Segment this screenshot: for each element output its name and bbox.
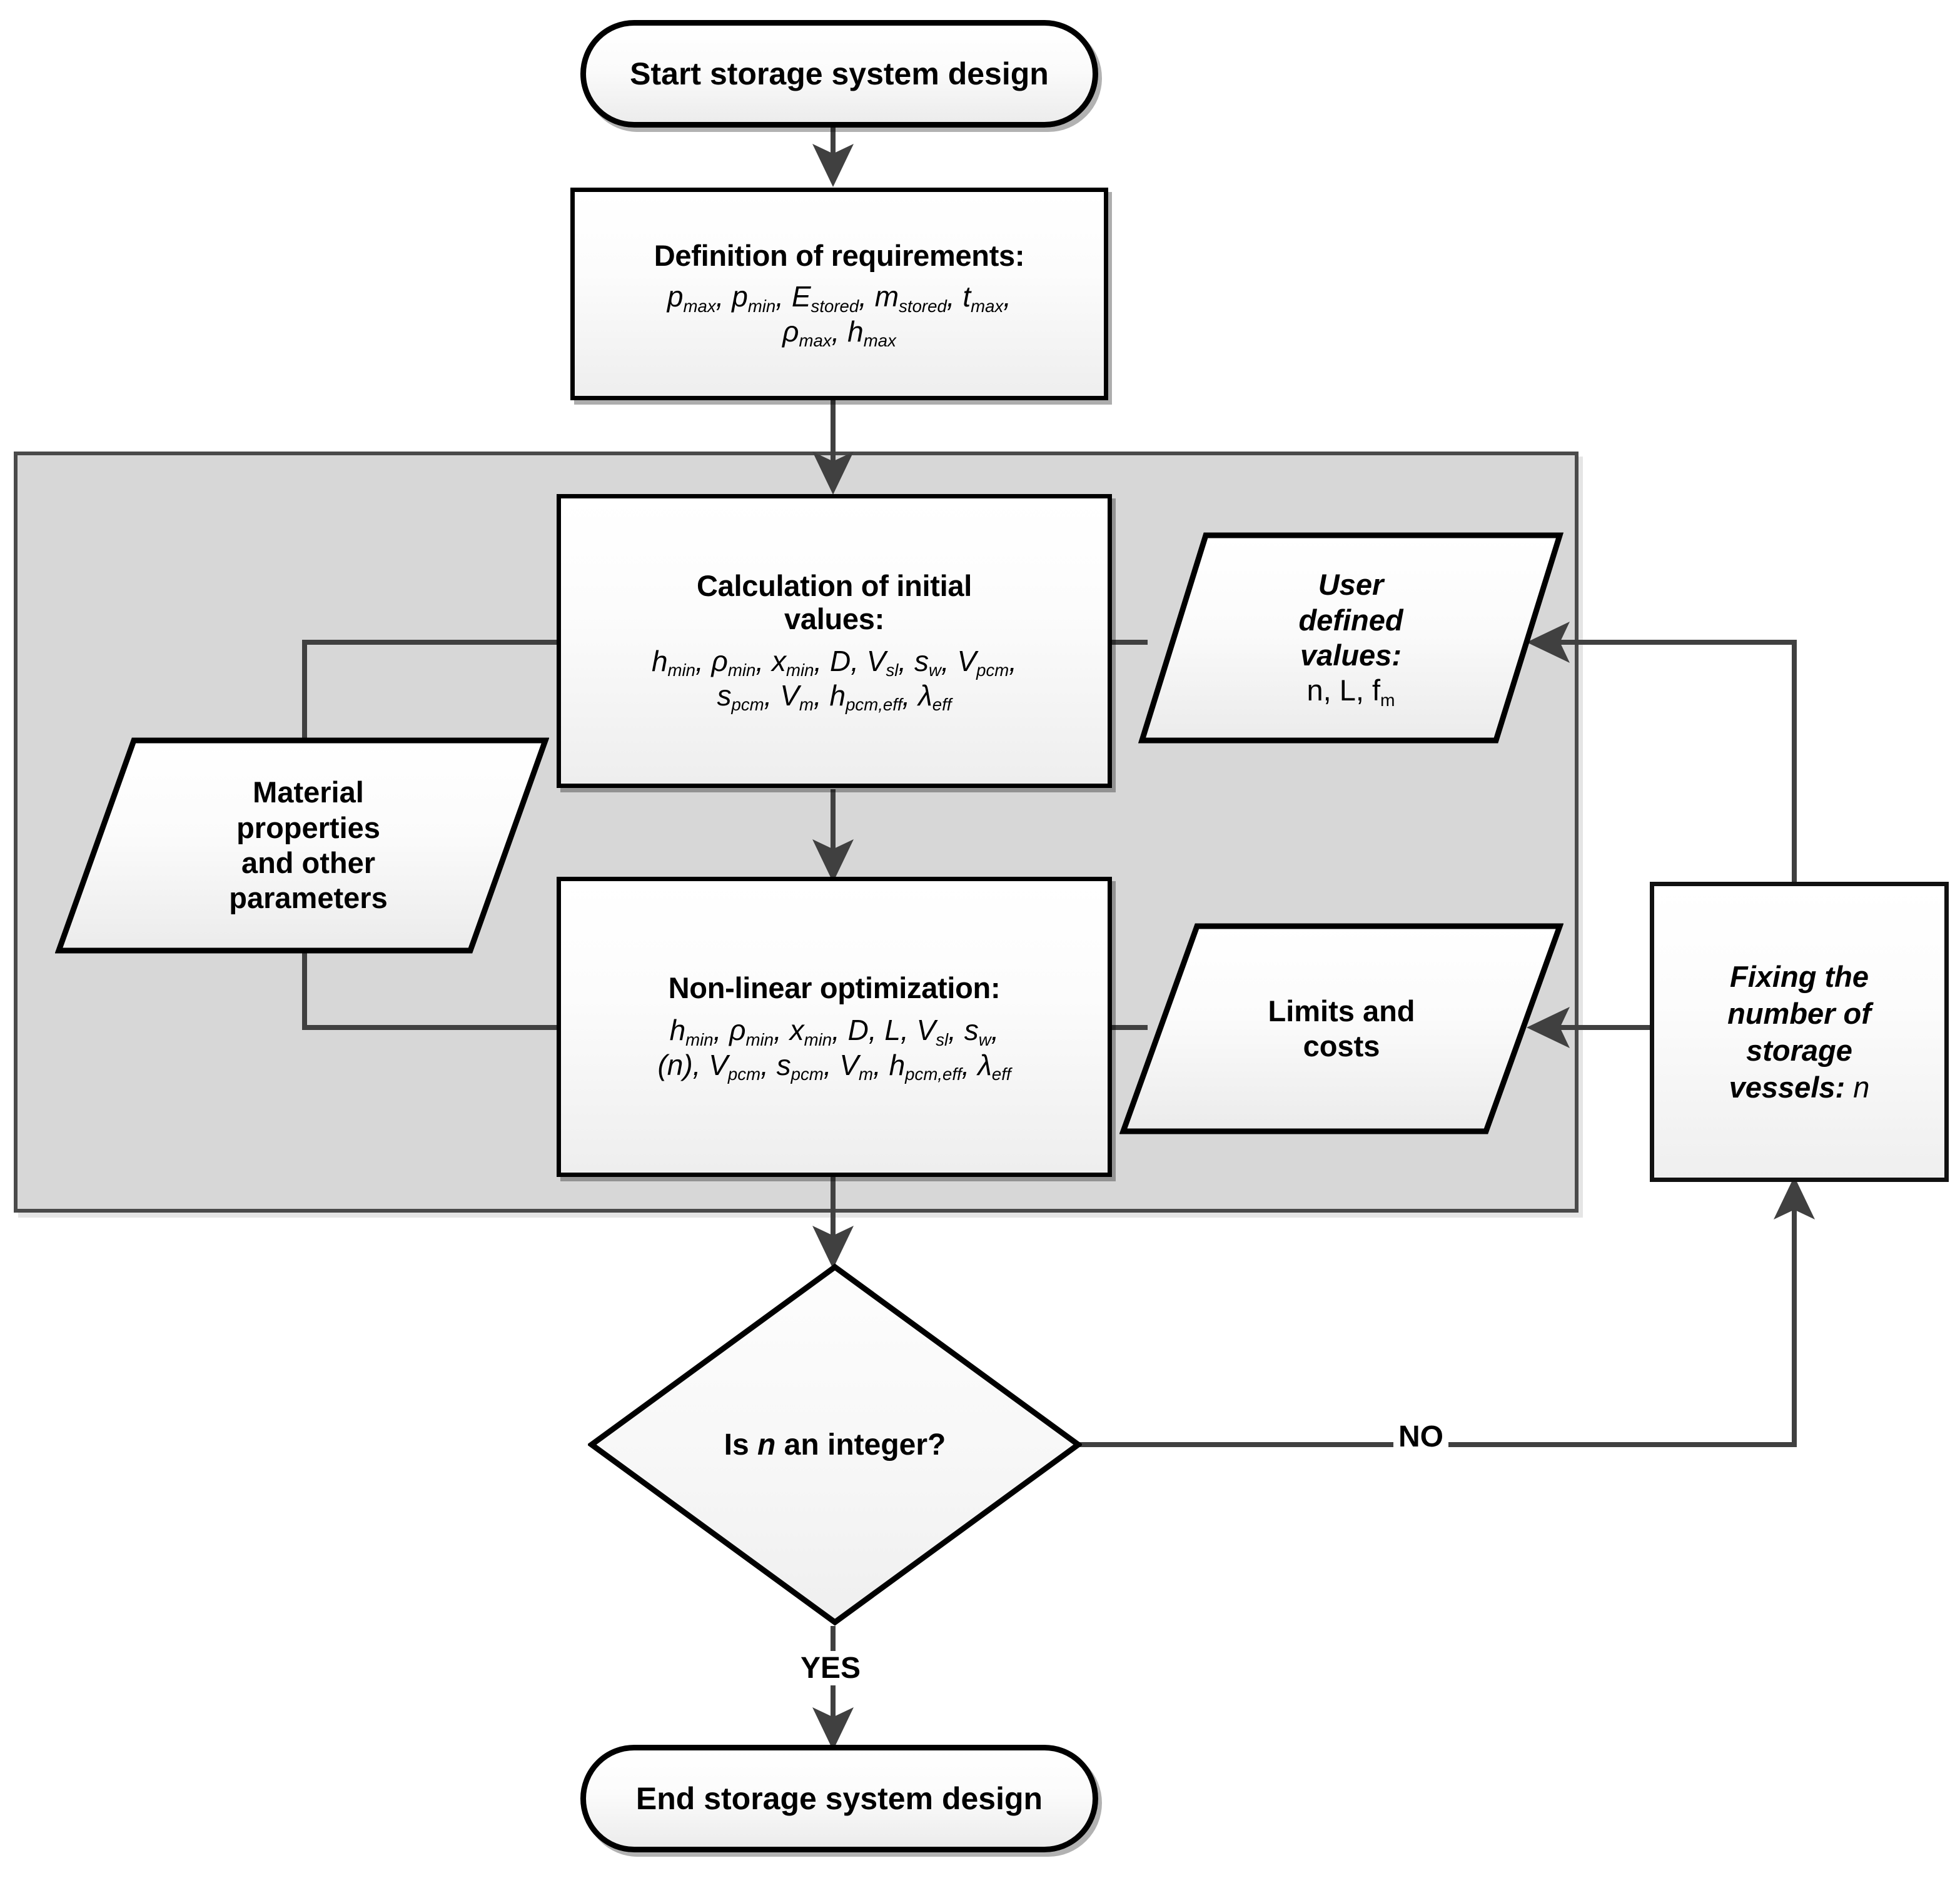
limits-costs-label: Limits and costs <box>1211 994 1471 1064</box>
edge-label-yes: YES <box>796 1651 866 1685</box>
optimization-title: Non-linear optimization: <box>668 971 1001 1005</box>
fixing-n-label: Fixing the number of storage vessels: n <box>1654 958 1944 1106</box>
user-values-label: User defined values: n, L, fm <box>1261 567 1440 710</box>
material-properties-text-block: Material properties and other parameters <box>55 737 549 954</box>
decision-text-block: Is n an integer? <box>588 1263 1082 1626</box>
fixing-line-4: vessels: <box>1729 1071 1846 1104</box>
fixing-var: n <box>1853 1071 1870 1104</box>
requirements-title: Definition of requirements: <box>654 239 1025 273</box>
initial-values-vars-line-2: spcm, Vm, hpcm,eff, λeff <box>717 679 952 715</box>
fixing-line-2: number of <box>1727 996 1871 1030</box>
fixing-line-3: storage <box>1746 1034 1852 1067</box>
initial-values-title-line-1: Calculation of initial <box>697 568 972 602</box>
decision-shape <box>588 1263 1082 1626</box>
node-start[interactable]: Start storage system design <box>580 20 1098 128</box>
node-material-properties[interactable]: Material properties and other parameters <box>55 737 549 954</box>
user-values-text-block: User defined values: n, L, fm <box>1138 532 1563 744</box>
material-line-2: properties <box>236 810 380 844</box>
end-label: End storage system design <box>635 1781 1043 1816</box>
optimization-vars-line-2: (n), Vpcm, spcm, Vm, hpcm,eff, λeff <box>657 1048 1011 1084</box>
user-values-line-2: defined <box>1298 603 1403 637</box>
node-fixing-number-of-vessels[interactable]: Fixing the number of storage vessels: n <box>1650 882 1949 1182</box>
requirements-vars-line-1: pmax, pmin, Estored, mstored, tmax, <box>667 280 1012 316</box>
node-user-defined-values[interactable]: User defined values: n, L, fm <box>1138 532 1563 744</box>
initial-values-title-line-2: values: <box>784 602 884 635</box>
decision-var: n <box>757 1428 776 1462</box>
decision-prefix: Is <box>724 1428 757 1462</box>
limits-line-1: Limits and <box>1268 994 1415 1027</box>
user-values-line-3: values: <box>1300 639 1402 672</box>
material-properties-shape <box>55 737 549 954</box>
edge-fixing-to-uservalues <box>1527 622 1797 882</box>
start-label: Start storage system design <box>630 56 1049 91</box>
node-end[interactable]: End storage system design <box>580 1745 1098 1852</box>
user-values-line-1: User <box>1318 568 1384 602</box>
edge-label-no: NO <box>1393 1420 1448 1454</box>
fixing-line-1: Fixing the <box>1730 959 1869 993</box>
node-calculation-of-initial-values[interactable]: Calculation of initial values: hmin, ρmi… <box>557 494 1112 788</box>
limits-costs-text-block: Limits and costs <box>1119 922 1563 1135</box>
material-properties-label: Material properties and other parameters <box>160 775 443 916</box>
node-definition-of-requirements[interactable]: Definition of requirements: pmax, pmin, … <box>570 188 1108 400</box>
user-values-shape <box>1138 532 1563 744</box>
requirements-vars-line-2: ρmax, hmax <box>782 315 896 350</box>
limits-costs-shape <box>1119 923 1563 1134</box>
decision-label: Is n an integer? <box>724 1428 946 1462</box>
node-limits-and-costs[interactable]: Limits and costs <box>1119 922 1563 1135</box>
node-decision-is-n-integer[interactable]: Is n an integer? <box>588 1263 1082 1626</box>
user-values-vars: n, L, fm <box>1306 674 1395 710</box>
material-line-3: and other <box>241 846 376 879</box>
initial-values-vars-line-1: hmin, ρmin, xmin, D, Vsl, sw, Vpcm, <box>651 644 1018 680</box>
node-non-linear-optimization[interactable]: Non-linear optimization: hmin, ρmin, xmi… <box>557 877 1112 1177</box>
edge-decision-no-to-fixing <box>1077 1176 1815 1447</box>
material-line-1: Material <box>253 775 364 809</box>
limits-line-2: costs <box>1303 1029 1380 1063</box>
material-line-4: parameters <box>229 881 388 915</box>
optimization-vars-line-1: hmin, ρmin, xmin, D, L, Vsl, sw, <box>669 1014 999 1049</box>
decision-suffix: an integer? <box>775 1428 946 1462</box>
